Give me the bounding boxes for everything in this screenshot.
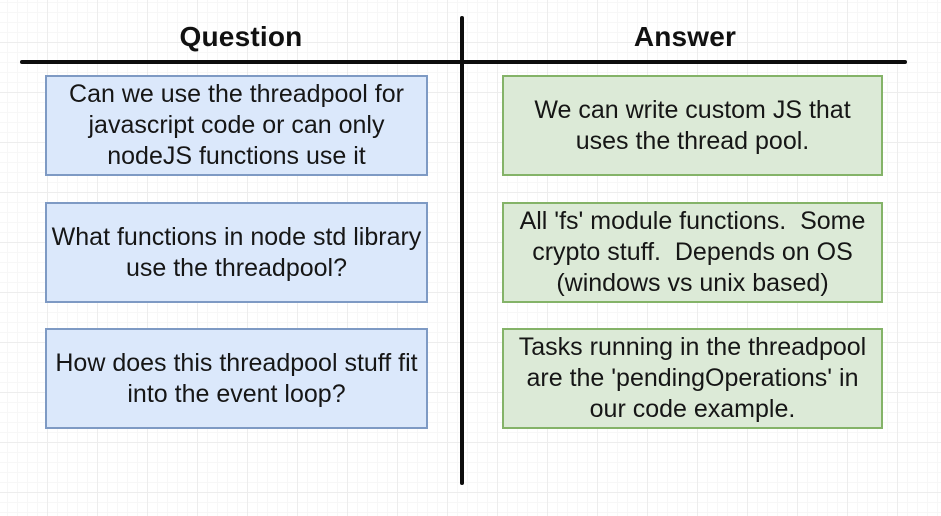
answer-text-1: We can write custom JS that uses the thr…	[534, 95, 851, 155]
question-text-2: What functions in node std library use t…	[51, 222, 422, 282]
answer-box-2: All 'fs' module functions. Some crypto s…	[502, 202, 883, 303]
column-divider-line	[460, 16, 464, 485]
question-column-header: Question	[179, 21, 303, 52]
question-box-1: Can we use the threadpool for javascript…	[45, 75, 428, 176]
question-box-3: How does this threadpool stuff fit into …	[45, 328, 428, 429]
answer-box-3: Tasks running in the threadpool are the …	[502, 328, 883, 429]
answer-column-header: Answer	[633, 21, 737, 52]
answer-text-2: All 'fs' module functions. Some crypto s…	[519, 207, 866, 297]
question-text-1: Can we use the threadpool for javascript…	[69, 80, 404, 170]
question-text-3: How does this threadpool stuff fit into …	[55, 348, 418, 408]
answer-text-3: Tasks running in the threadpool are the …	[518, 333, 867, 423]
question-box-2: What functions in node std library use t…	[45, 202, 428, 303]
answer-box-1: We can write custom JS that uses the thr…	[502, 75, 883, 176]
